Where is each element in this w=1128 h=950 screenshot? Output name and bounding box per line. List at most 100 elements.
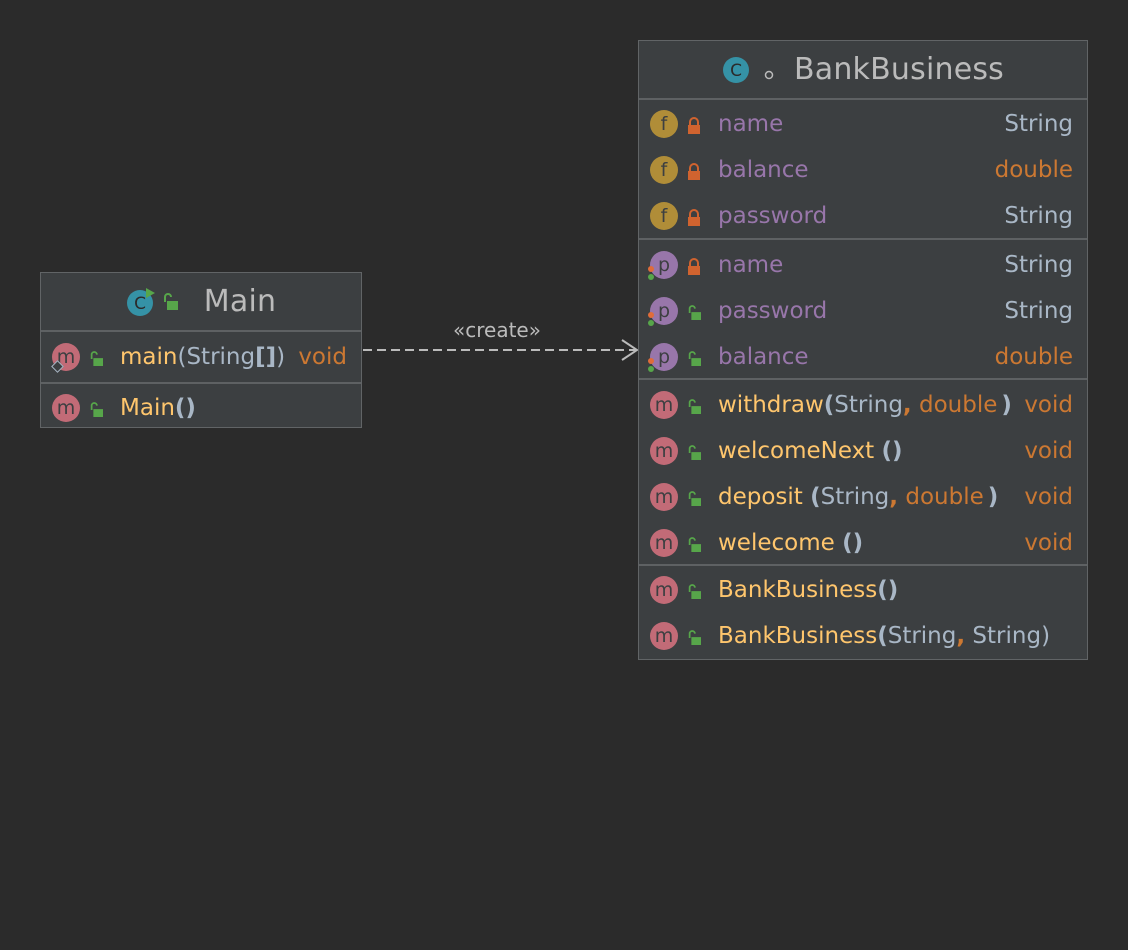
static-diamond-icon bbox=[51, 360, 64, 373]
method-m-icon: m bbox=[51, 343, 80, 373]
svg-text:C: C bbox=[730, 61, 742, 81]
method-name: main bbox=[120, 344, 178, 370]
return-type: void bbox=[1024, 530, 1073, 556]
property-type: String bbox=[1004, 252, 1073, 278]
constructor-name: Main bbox=[120, 395, 175, 421]
public-unlock-icon bbox=[687, 302, 701, 320]
constructor-row-main[interactable]: m Main() bbox=[41, 385, 361, 431]
param-type: double bbox=[905, 484, 984, 510]
open-paren: ( bbox=[810, 484, 821, 510]
constructor-row-args[interactable]: m BankBusiness(String, String) bbox=[639, 613, 1087, 659]
public-unlock-icon bbox=[687, 488, 701, 506]
method-name: deposit bbox=[718, 484, 803, 510]
method-name: welecome bbox=[718, 530, 835, 556]
property-row-balance[interactable]: p balance double bbox=[639, 334, 1087, 380]
public-unlock-icon bbox=[89, 399, 103, 417]
constructor-row-default[interactable]: m BankBusiness() bbox=[639, 567, 1087, 613]
comma: , bbox=[956, 623, 966, 649]
method-row-main[interactable]: m main(String[]) void bbox=[41, 334, 361, 380]
class-title: Main bbox=[203, 284, 277, 319]
open-paren: ( bbox=[823, 392, 835, 418]
return-type: void bbox=[298, 344, 347, 370]
property-type: String bbox=[1004, 298, 1073, 324]
param-type: String bbox=[972, 623, 1042, 649]
property-type: double bbox=[994, 344, 1073, 370]
property-name: balance bbox=[718, 344, 809, 370]
method-row-deposit[interactable]: m deposit (String, double) void bbox=[639, 474, 1087, 520]
class-c-icon: C bbox=[722, 56, 750, 84]
bankbusiness-class-header: C BankBusiness bbox=[639, 41, 1087, 100]
public-unlock-icon bbox=[687, 581, 701, 599]
return-type: void bbox=[1024, 484, 1073, 510]
properties-section: p name String p password String p balanc… bbox=[639, 240, 1087, 380]
method-m-icon: m bbox=[650, 437, 678, 465]
method-m-icon: m bbox=[650, 391, 678, 419]
main-constructors-section: m Main() bbox=[41, 384, 361, 432]
method-m-icon: m bbox=[52, 394, 80, 422]
main-class-header: C Main bbox=[41, 273, 361, 332]
method-name: withdraw bbox=[718, 392, 824, 418]
public-unlock-icon bbox=[687, 534, 701, 552]
methods-section: m withdraw(String, double) void m welcom… bbox=[639, 380, 1087, 566]
method-row-welcomenext[interactable]: m welcomeNext () void bbox=[639, 428, 1087, 474]
method-row-welecome[interactable]: m welecome () void bbox=[639, 520, 1087, 566]
field-name: password bbox=[718, 203, 828, 229]
method-m-icon: m bbox=[650, 576, 678, 604]
private-lock-icon bbox=[687, 161, 701, 180]
property-row-name[interactable]: p name String bbox=[639, 242, 1087, 288]
property-p-icon: p bbox=[648, 297, 678, 326]
constructor-name: BankBusiness bbox=[718, 577, 878, 603]
field-f-icon: f bbox=[650, 156, 678, 184]
constructor-name: BankBusiness bbox=[718, 623, 878, 649]
public-unlock-icon bbox=[687, 348, 701, 366]
method-m-icon: m bbox=[650, 622, 678, 650]
field-type: String bbox=[1004, 203, 1073, 229]
param-type: String bbox=[887, 623, 957, 649]
arrow-head bbox=[621, 339, 639, 361]
field-row-balance[interactable]: f balance double bbox=[639, 147, 1087, 193]
open-paren: ( bbox=[177, 344, 187, 370]
property-name: password bbox=[718, 298, 828, 324]
constructors-section: m BankBusiness() m BankBusiness(String, … bbox=[639, 566, 1087, 659]
parens: () bbox=[842, 530, 864, 556]
close-paren: ) bbox=[276, 344, 286, 370]
param-type: double bbox=[918, 392, 998, 418]
runnable-class-icon: C bbox=[126, 287, 156, 317]
parens: () bbox=[174, 395, 196, 421]
class-title: BankBusiness bbox=[793, 52, 1005, 87]
public-unlock-icon bbox=[687, 396, 701, 414]
package-private-dot-icon bbox=[764, 65, 774, 79]
method-m-icon: m bbox=[650, 529, 678, 557]
close-paren: ) bbox=[987, 484, 999, 510]
public-unlock-icon bbox=[89, 348, 103, 366]
property-row-password[interactable]: p password String bbox=[639, 288, 1087, 334]
field-type: double bbox=[994, 157, 1073, 183]
parens: () bbox=[877, 577, 899, 603]
method-row-withdraw[interactable]: m withdraw(String, double) void bbox=[639, 382, 1087, 428]
main-methods-section: m main(String[]) void bbox=[41, 332, 361, 384]
bankbusiness-class-box[interactable]: C BankBusiness f name String f balance d… bbox=[638, 40, 1088, 660]
method-name: welcomeNext bbox=[718, 438, 875, 464]
array-brackets: [] bbox=[255, 344, 277, 370]
public-unlock-icon bbox=[687, 442, 701, 460]
field-f-icon: f bbox=[650, 110, 678, 138]
return-type: void bbox=[1024, 438, 1073, 464]
property-p-icon: p bbox=[648, 343, 678, 372]
comma: , bbox=[889, 484, 899, 510]
main-class-box[interactable]: C Main m main(String[]) void m bbox=[40, 272, 362, 428]
param-type: String bbox=[834, 392, 903, 418]
public-unlock-icon bbox=[687, 627, 701, 645]
field-f-icon: f bbox=[650, 202, 678, 230]
property-name: name bbox=[718, 252, 784, 278]
comma: , bbox=[902, 392, 912, 418]
method-m-icon: m bbox=[650, 483, 678, 511]
field-name: balance bbox=[718, 157, 809, 183]
property-p-icon: p bbox=[648, 251, 678, 280]
close-paren: ) bbox=[1041, 623, 1051, 649]
parens: () bbox=[881, 438, 903, 464]
field-type: String bbox=[1004, 111, 1073, 137]
field-row-password[interactable]: f password String bbox=[639, 193, 1087, 239]
create-label: «create» bbox=[453, 318, 541, 342]
field-row-name[interactable]: f name String bbox=[639, 101, 1087, 147]
